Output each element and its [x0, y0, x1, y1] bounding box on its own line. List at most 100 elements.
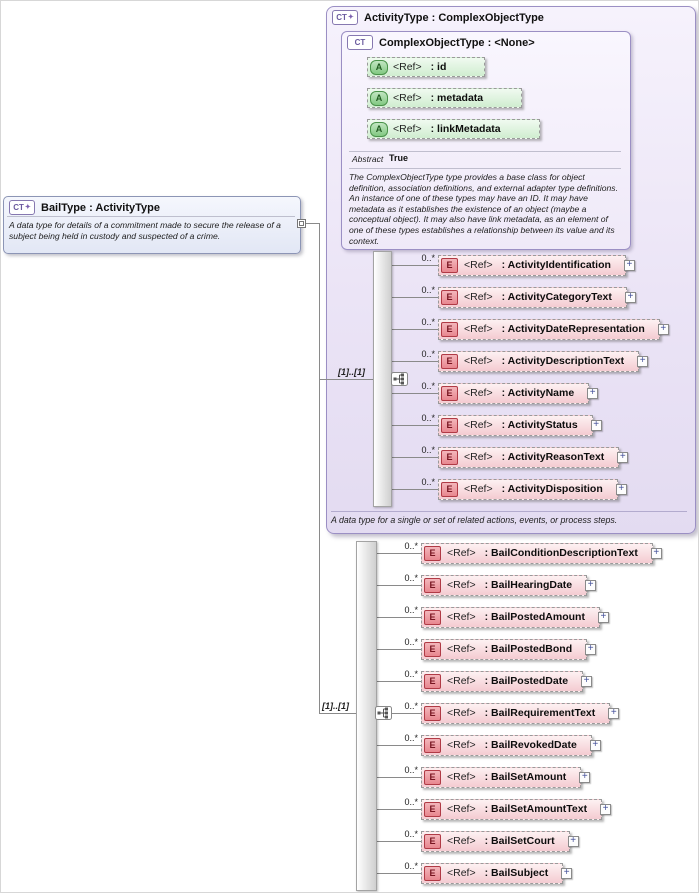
ref-label: <Ref>: [447, 675, 476, 687]
element-bail-posted-bond[interactable]: E <Ref> : BailPostedBond: [421, 638, 588, 660]
element-name: : BailSetCourt: [484, 835, 555, 847]
element-icon: E: [424, 545, 441, 561]
attribute-name: : id: [430, 61, 447, 73]
attribute-metadata[interactable]: A <Ref> : metadata: [367, 88, 523, 108]
ref-label: <Ref>: [464, 291, 493, 303]
connector-line: [392, 361, 438, 362]
occurs-label: 0..*: [404, 669, 418, 679]
connector-line: [377, 617, 421, 618]
element-activity-description-text[interactable]: E <Ref> : ActivityDescriptionText: [438, 350, 640, 372]
element-name: : BailConditionDescriptionText: [484, 547, 638, 559]
element-name: : BailHearingDate: [484, 579, 573, 591]
element-activity-disposition[interactable]: E <Ref> : ActivityDisposition: [438, 478, 618, 500]
element-bail-revoked-date[interactable]: E <Ref> : BailRevokedDate: [421, 734, 592, 756]
ct-icon-label: CT: [336, 12, 347, 22]
expand-button[interactable]: +: [561, 867, 573, 879]
element-activity-category-text[interactable]: E <Ref> : ActivityCategoryText: [438, 286, 627, 308]
ref-label: <Ref>: [464, 387, 493, 399]
element-name: : BailSetAmountText: [484, 803, 588, 815]
element-bail-condition-description-text[interactable]: E <Ref> : BailConditionDescriptionText: [421, 542, 653, 564]
expand-button[interactable]: +: [589, 739, 601, 751]
element-icon: E: [424, 801, 441, 817]
expand-button[interactable]: +: [657, 323, 669, 335]
element-row: 0..* E <Ref> : ActivityIdentification +: [415, 253, 635, 276]
element-name: : ActivityDescriptionText: [501, 355, 625, 367]
occurs-label: 0..*: [404, 861, 418, 871]
bailtype-header: CT✦ BailType : ActivityType: [9, 200, 160, 215]
element-name: : ActivityDisposition: [501, 483, 603, 495]
ref-label: <Ref>: [447, 579, 476, 591]
expand-button[interactable]: +: [585, 579, 597, 591]
element-bail-requirement-text[interactable]: E <Ref> : BailRequirementText: [421, 702, 611, 724]
element-icon: E: [441, 321, 458, 337]
expand-button[interactable]: +: [624, 291, 636, 303]
ref-label: <Ref>: [464, 355, 493, 367]
ref-label: <Ref>: [447, 803, 476, 815]
element-activity-name[interactable]: E <Ref> : ActivityName: [438, 382, 590, 404]
expand-button[interactable]: +: [579, 771, 591, 783]
expand-button[interactable]: +: [600, 803, 612, 815]
expand-button[interactable]: +: [567, 835, 579, 847]
element-name: : BailPostedDate: [484, 675, 569, 687]
element-row: 0..* E <Ref> : BailRevokedDate +: [398, 733, 601, 756]
element-activity-reason-text[interactable]: E <Ref> : ActivityReasonText: [438, 446, 620, 468]
extension-connector[interactable]: [297, 219, 306, 228]
element-name: : ActivityIdentification: [501, 259, 611, 271]
expand-button[interactable]: +: [581, 675, 593, 687]
element-row: 0..* E <Ref> : ActivityName +: [415, 381, 599, 404]
expand-button[interactable]: +: [585, 643, 597, 655]
expand-button[interactable]: +: [637, 355, 649, 367]
expand-button[interactable]: +: [615, 483, 627, 495]
element-name: : ActivityStatus: [501, 419, 578, 431]
expand-button[interactable]: +: [650, 547, 662, 559]
element-activity-identification[interactable]: E <Ref> : ActivityIdentification: [438, 254, 626, 276]
sequence-compositor-icon[interactable]: [375, 706, 392, 725]
element-name: : BailPostedAmount: [484, 611, 585, 623]
element-bail-posted-date[interactable]: E <Ref> : BailPostedDate: [421, 670, 584, 692]
expand-button[interactable]: +: [590, 419, 602, 431]
expand-button[interactable]: +: [587, 387, 599, 399]
element-icon: E: [424, 865, 441, 881]
connector-line: [377, 585, 421, 586]
connector-line: [377, 873, 421, 874]
expand-button[interactable]: +: [623, 259, 635, 271]
element-icon: E: [424, 641, 441, 657]
ct-icon-label: CT: [13, 202, 24, 212]
element-bail-set-amount[interactable]: E <Ref> : BailSetAmount: [421, 766, 582, 788]
element-activity-date-representation[interactable]: E <Ref> : ActivityDateRepresentation: [438, 318, 660, 340]
attribute-row: A <Ref> : id: [367, 57, 486, 77]
ref-label: <Ref>: [464, 451, 493, 463]
element-bail-subject[interactable]: E <Ref> : BailSubject: [421, 862, 564, 884]
element-bail-set-amount-text[interactable]: E <Ref> : BailSetAmountText: [421, 798, 603, 820]
occurs-label: 0..*: [421, 253, 435, 263]
occurs-label: 0..*: [421, 445, 435, 455]
ref-label: <Ref>: [447, 643, 476, 655]
sequence-compositor-icon[interactable]: [391, 372, 408, 391]
element-bail-set-court[interactable]: E <Ref> : BailSetCourt: [421, 830, 570, 852]
connector-line: [377, 553, 421, 554]
element-name: : ActivityCategoryText: [501, 291, 612, 303]
element-icon: E: [424, 705, 441, 721]
expand-button[interactable]: +: [608, 707, 620, 719]
bailtype-box[interactable]: [3, 196, 301, 254]
attribute-link-metadata[interactable]: A <Ref> : linkMetadata: [367, 119, 540, 139]
element-icon: E: [424, 769, 441, 785]
attribute-id[interactable]: A <Ref> : id: [367, 57, 486, 77]
occurs-label: 0..*: [421, 413, 435, 423]
connector-line: [377, 745, 421, 746]
expand-button[interactable]: +: [597, 611, 609, 623]
element-row: 0..* E <Ref> : BailSetCourt +: [398, 829, 579, 852]
element-icon: E: [424, 737, 441, 753]
ref-label: <Ref>: [464, 483, 493, 495]
ref-label: <Ref>: [447, 771, 476, 783]
expand-button[interactable]: +: [617, 451, 629, 463]
element-name: : ActivityReasonText: [501, 451, 605, 463]
element-row: 0..* E <Ref> : BailPostedDate +: [398, 669, 593, 692]
element-bail-posted-amount[interactable]: E <Ref> : BailPostedAmount: [421, 606, 600, 628]
connector-line: [377, 713, 421, 714]
element-activity-status[interactable]: E <Ref> : ActivityStatus: [438, 414, 593, 436]
element-bail-hearing-date[interactable]: E <Ref> : BailHearingDate: [421, 574, 588, 596]
element-icon: E: [441, 257, 458, 273]
connector-line: [377, 681, 421, 682]
